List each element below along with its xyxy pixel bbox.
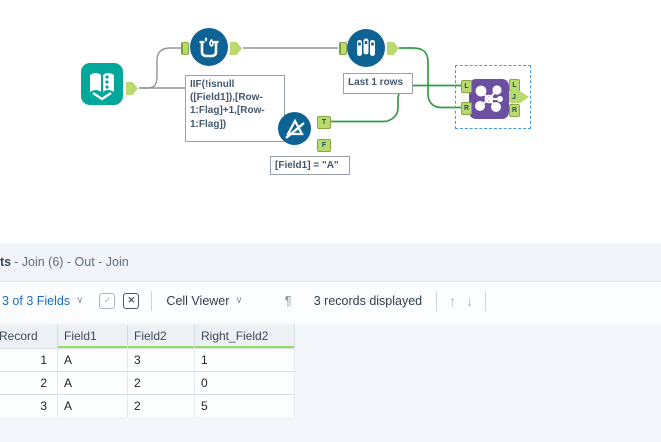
filter-false-anchor[interactable]: F: [317, 139, 331, 152]
col-header-right-field2[interactable]: Right_Field2: [195, 325, 295, 348]
join-right-input-anchor[interactable]: R: [461, 102, 472, 115]
multi-row-formula-tool[interactable]: [190, 28, 228, 71]
select-fields-check-icon[interactable]: ✓: [99, 292, 116, 309]
deselect-fields-x-icon[interactable]: ✕: [123, 292, 140, 309]
results-toolbar: 3 of 3 Fields ∨ ✓ ✕ Cell Viewer ∨ ¶ 3 re…: [0, 282, 661, 319]
toolbar-divider: [151, 290, 153, 311]
cell-record[interactable]: 1: [0, 348, 58, 371]
formula-output-anchor[interactable]: [230, 42, 242, 55]
cell-right-field2[interactable]: 5: [195, 394, 295, 417]
results-panel-header: ts - Join (6) - Out - Join: [0, 243, 661, 282]
formula-input-anchor[interactable]: [181, 42, 189, 55]
join-join-output-anchor[interactable]: J: [509, 91, 529, 103]
table-row[interactable]: 1 A 3 1: [0, 348, 295, 371]
sample-tool[interactable]: [347, 29, 385, 72]
toolbar-divider: [436, 290, 438, 311]
join-network-icon: [469, 79, 509, 119]
join-right-output-anchor[interactable]: R: [509, 104, 520, 117]
toolbar-divider: [485, 290, 487, 311]
table-row[interactable]: 2 A 2 0: [0, 371, 295, 394]
col-header-field2[interactable]: Field2: [128, 325, 195, 348]
records-displayed-label: 3 records displayed: [313, 293, 423, 308]
table-header-row: Record Field1 Field2 Right_Field2: [0, 325, 295, 348]
cell-viewer-dropdown[interactable]: Cell Viewer: [166, 293, 230, 308]
join-selection-rect: [455, 65, 531, 129]
formula-bucket-icon: [190, 28, 228, 66]
show-whitespace-toggle[interactable]: ¶: [284, 293, 292, 308]
cell-field2[interactable]: 2: [128, 394, 195, 417]
filter-tool[interactable]: [278, 112, 311, 150]
cell-field1[interactable]: A: [58, 348, 128, 371]
chevron-down-icon[interactable]: ∨: [76, 295, 84, 306]
cell-field1[interactable]: A: [58, 371, 128, 394]
test-tubes-icon: [347, 29, 385, 67]
input-output-anchor[interactable]: [126, 82, 138, 95]
join-left-input-anchor[interactable]: L: [461, 80, 472, 93]
wire-sample-to-join-r[interactable]: [399, 47, 462, 109]
scroll-down-button[interactable]: ↓: [466, 292, 474, 309]
join-tool[interactable]: [469, 79, 509, 124]
filter-true-anchor[interactable]: T: [317, 116, 331, 129]
open-book-icon: [81, 63, 123, 105]
fields-dropdown[interactable]: 3 of 3 Fields: [2, 293, 71, 308]
cell-record[interactable]: 3: [0, 394, 58, 417]
col-header-record[interactable]: Record: [0, 325, 58, 348]
workflow-canvas[interactable]: IIF(!isnull ([Field1]),[Row-1:Flag]+1,[R…: [0, 0, 661, 243]
sample-input-anchor[interactable]: [339, 42, 347, 55]
results-table: Record Field1 Field2 Right_Field2 1 A 3 …: [0, 325, 295, 417]
filter-annotation[interactable]: [Field1] = "A": [270, 156, 350, 175]
sample-output-anchor[interactable]: [387, 42, 399, 55]
results-grid-area: Record Field1 Field2 Right_Field2 1 A 3 …: [0, 319, 661, 442]
scroll-up-button[interactable]: ↑: [449, 292, 457, 309]
results-title-bold: ts: [0, 255, 12, 269]
input-data-tool[interactable]: [80, 62, 124, 106]
sample-annotation[interactable]: Last 1 rows: [343, 73, 413, 94]
cell-field1[interactable]: A: [58, 394, 128, 417]
cell-record[interactable]: 2: [0, 371, 58, 394]
results-title: - Join (6) - Out - Join: [14, 255, 129, 269]
cell-right-field2[interactable]: 0: [195, 371, 295, 394]
chevron-down-icon[interactable]: ∨: [235, 295, 243, 306]
wire-input-to-formula[interactable]: [139, 47, 181, 89]
cell-field2[interactable]: 2: [128, 371, 195, 394]
col-header-field1[interactable]: Field1: [58, 325, 128, 348]
formula-annotation[interactable]: IIF(!isnull ([Field1]),[Row-1:Flag]+1,[R…: [185, 75, 285, 142]
join-left-output-anchor[interactable]: L: [509, 79, 520, 92]
table-row[interactable]: 3 A 2 5: [0, 394, 295, 417]
cell-right-field2[interactable]: 1: [195, 348, 295, 371]
filter-funnel-icon: [278, 112, 311, 145]
cell-field2[interactable]: 3: [128, 348, 195, 371]
